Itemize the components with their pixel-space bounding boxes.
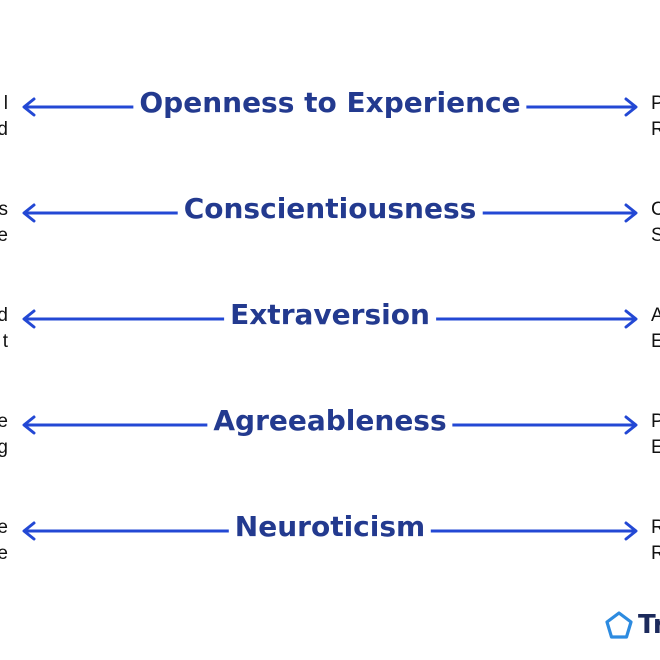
left-pole-line-2: e xyxy=(0,543,8,564)
right-pole-line-2: E xyxy=(651,437,660,458)
left-pole-line-1: e xyxy=(0,411,8,432)
trait-row-openness: Openness to Experience l d P R xyxy=(0,80,660,140)
left-pole-line-2: t xyxy=(2,331,8,352)
trait-row-agreeableness: Agreeableness e g P E xyxy=(0,398,660,458)
right-pole-line-1: C xyxy=(651,199,660,220)
left-pole-line-2: e xyxy=(0,225,8,246)
left-pole-line-2: d xyxy=(0,119,8,140)
trait-row-neuroticism: Neuroticism e e R R xyxy=(0,504,660,564)
left-pole-line-1: d xyxy=(0,305,8,326)
logo-wordmark: Tr xyxy=(638,610,660,640)
right-pole-line-2: S xyxy=(651,225,660,246)
left-pole-line-1: s xyxy=(0,199,8,220)
pentagon-logo-icon xyxy=(605,611,633,639)
trait-label: Extraversion xyxy=(224,296,436,334)
trait-label: Agreeableness xyxy=(207,402,453,440)
right-pole-line-2: R xyxy=(651,119,660,140)
right-pole-line-1: P xyxy=(651,93,660,114)
trait-label: Conscientiousness xyxy=(177,190,483,228)
trait-row-conscientiousness: Conscientiousness s e C S xyxy=(0,186,660,246)
right-pole-line-1: P xyxy=(651,411,660,432)
right-pole-line-1: R xyxy=(651,517,660,538)
right-pole-line-1: A xyxy=(651,305,660,326)
right-pole-line-2: R xyxy=(651,543,660,564)
trait-row-extraversion: Extraversion d t A E xyxy=(0,292,660,352)
left-pole-line-1: l xyxy=(3,93,8,114)
right-pole-line-2: E xyxy=(651,331,660,352)
trait-label: Neuroticism xyxy=(228,508,432,546)
left-pole-line-1: e xyxy=(0,517,8,538)
left-pole-line-2: g xyxy=(0,437,8,458)
trait-label: Openness to Experience xyxy=(133,84,527,122)
